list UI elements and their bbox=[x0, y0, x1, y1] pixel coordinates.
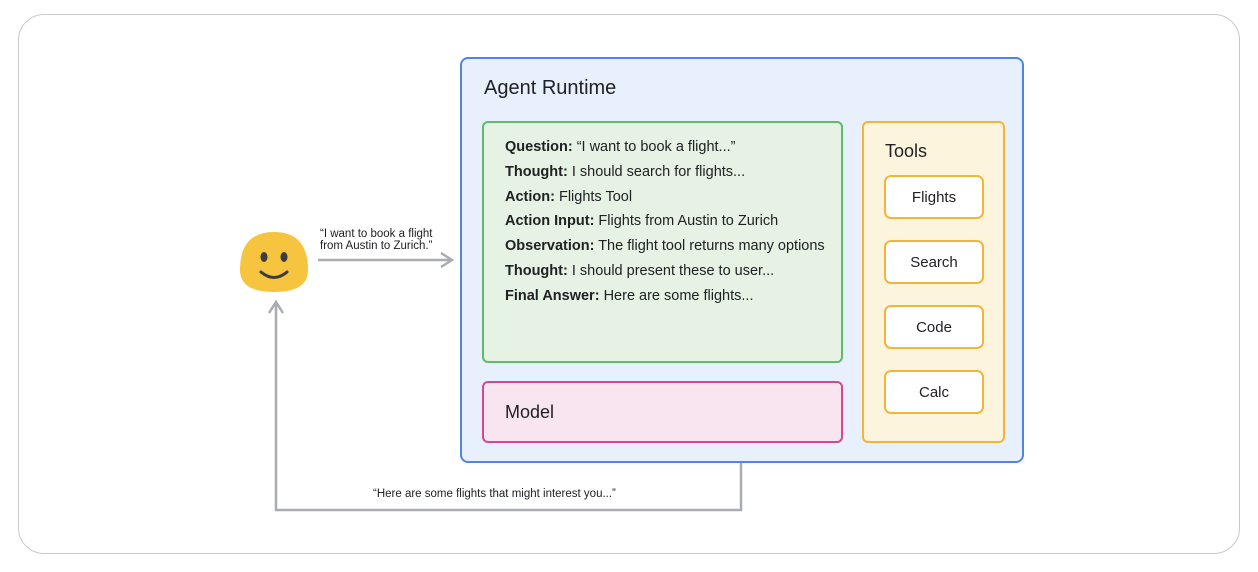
response-arrow bbox=[267, 299, 743, 512]
agent-runtime-box: Agent Runtime Question: “I want to book … bbox=[460, 57, 1024, 463]
request-arrow bbox=[318, 251, 455, 269]
user-quote-line-2: from Austin to Zurich.” bbox=[320, 240, 433, 252]
tools-title: Tools bbox=[885, 141, 928, 161]
model-box: Model bbox=[482, 381, 843, 443]
reasoning-trace-box: Question: “I want to book a flight...” T… bbox=[482, 121, 843, 363]
tool-flights: Flights bbox=[884, 175, 984, 219]
tool-calc: Calc bbox=[884, 370, 984, 414]
user-request-quote: “I want to book a flight from Austin to … bbox=[320, 228, 433, 252]
trace-line-action: Action: Flights Tool bbox=[505, 189, 633, 205]
trace-line-observation: Observation: The flight tool returns man… bbox=[505, 238, 825, 254]
tools-box: Tools Flights Search Code Calc bbox=[862, 121, 1005, 443]
trace-line-thought: Thought: I should search for flights... bbox=[505, 164, 746, 180]
trace-line-action-input: Action Input: Flights from Austin to Zur… bbox=[505, 213, 779, 229]
smiley-face-icon bbox=[240, 232, 308, 292]
agent-reply-quote: “Here are some flights that might intere… bbox=[373, 488, 616, 500]
trace-line-question: Question: “I want to book a flight...” bbox=[505, 139, 736, 155]
user-quote-line-1: “I want to book a flight bbox=[320, 228, 433, 240]
tool-code: Code bbox=[884, 305, 984, 349]
trace-line-final-answer: Final Answer: Here are some flights... bbox=[505, 288, 754, 304]
trace-line-thought-2: Thought: I should present these to user.… bbox=[505, 263, 775, 279]
agent-runtime-title: Agent Runtime bbox=[484, 77, 617, 99]
tool-search: Search bbox=[884, 240, 984, 284]
model-label: Model bbox=[505, 402, 555, 422]
